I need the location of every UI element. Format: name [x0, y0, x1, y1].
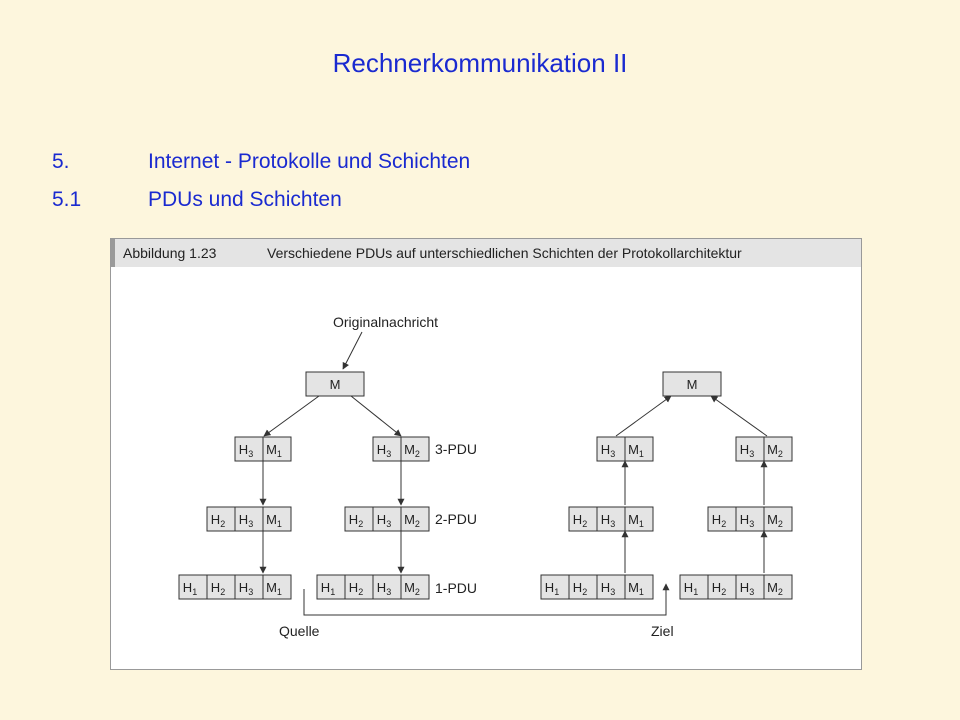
pdu-cell-label: H3	[377, 442, 391, 459]
pdu-cell-label: M2	[404, 580, 420, 597]
pdu-cell-label: H1	[321, 580, 335, 597]
pdu-cell	[596, 574, 626, 600]
pdu-cell	[568, 506, 598, 532]
pdu-cell	[262, 436, 292, 462]
pdu-cell-label: H1	[545, 580, 559, 597]
pdu-cell-label: H2	[349, 512, 363, 529]
split-arrow-left	[263, 395, 320, 437]
figure-number: Abbildung 1.23	[123, 245, 217, 261]
pdu-cell	[372, 436, 402, 462]
pdu-cell-label: H2	[349, 580, 363, 597]
pdu-cell	[344, 506, 374, 532]
pdu-cell	[400, 506, 430, 532]
pdu-cell	[624, 436, 654, 462]
figure-caption-text: Verschiedene PDUs auf unterschiedlichen …	[267, 245, 742, 261]
pdu-cell	[735, 506, 765, 532]
dest-label: Ziel	[651, 623, 674, 639]
pdu-cell	[596, 436, 626, 462]
outline-text: Internet - Protokolle und Schichten	[148, 150, 471, 173]
split-arrow-right	[350, 395, 402, 437]
pdu-cell-label: H3	[377, 512, 391, 529]
pdu-cell	[707, 506, 737, 532]
pdu-cell	[206, 506, 236, 532]
pdu-cell-label: M1	[266, 580, 282, 597]
pdu-cell-label: H2	[573, 580, 587, 597]
pdu-cell-label: H3	[601, 512, 615, 529]
pdu-cell	[568, 574, 598, 600]
pdu-cell-label: M2	[767, 580, 783, 597]
pdu-cell	[234, 436, 264, 462]
pdu-cell-label: M2	[767, 512, 783, 529]
pdu-cell	[206, 574, 236, 600]
pdu-cell-label: M2	[404, 512, 420, 529]
pdu-cell	[400, 436, 430, 462]
pdu-cell-label: H2	[712, 580, 726, 597]
pdu-cell-label: H3	[239, 580, 253, 597]
pdu-cell-label: M1	[266, 442, 282, 459]
pdu-cell-label: H2	[712, 512, 726, 529]
outline-number: 5.	[52, 150, 70, 173]
pdu-cell	[178, 574, 208, 600]
pdu-cell-label: M1	[628, 442, 644, 459]
pdu-cell-label: H3	[740, 442, 754, 459]
pdu-cell-label: H3	[377, 580, 391, 597]
pdu-cell-label: H2	[211, 512, 225, 529]
pdu-cell-label: H3	[601, 580, 615, 597]
merge-arrow-left	[615, 395, 672, 437]
pdu-cell-label: H2	[573, 512, 587, 529]
pdu-cell-label: H3	[740, 512, 754, 529]
pdu-cell	[679, 574, 709, 600]
pdu-cell	[707, 574, 737, 600]
outline-item-1: 5. Internet - Protokolle und Schichten	[52, 150, 470, 174]
pdu-cell	[763, 436, 793, 462]
pdu-cell	[372, 574, 402, 600]
figure-caption: Abbildung 1.23 Verschiedene PDUs auf unt…	[111, 239, 861, 267]
layer-label-2: 2-PDU	[435, 511, 477, 527]
outline-number: 5.1	[52, 188, 82, 211]
pdu-cell-label: H1	[684, 580, 698, 597]
dest-message-box	[662, 371, 722, 397]
source-label: Quelle	[279, 623, 320, 639]
layer-label-1: 1-PDU	[435, 580, 477, 596]
pdu-cell-label: H3	[740, 580, 754, 597]
pdu-figure: Abbildung 1.23 Verschiedene PDUs auf unt…	[110, 238, 862, 670]
layer-label-3: 3-PDU	[435, 441, 477, 457]
pdu-cell-label: M1	[628, 580, 644, 597]
transfer-arrow	[303, 583, 670, 616]
pdu-cell-label: H1	[183, 580, 197, 597]
pdu-cell	[763, 506, 793, 532]
pdu-cell	[763, 574, 793, 600]
pdu-cell	[234, 574, 264, 600]
pdu-cell	[372, 506, 402, 532]
pdu-cell	[624, 574, 654, 600]
outline-item-2: 5.1 PDUs und Schichten	[52, 188, 342, 212]
outline-text: PDUs und Schichten	[148, 188, 342, 211]
slide-title: Rechnerkommunikation II	[332, 48, 628, 78]
pdu-cell-label: H3	[239, 512, 253, 529]
pdu-cell-label: M1	[266, 512, 282, 529]
original-arrow	[342, 331, 363, 370]
pdu-cell-label: H2	[211, 580, 225, 597]
pdu-cell	[596, 506, 626, 532]
pdu-cell	[262, 574, 292, 600]
dest-message-label: M	[687, 377, 698, 392]
pdu-cell-label: H3	[601, 442, 615, 459]
original-message-label: Originalnachricht	[333, 314, 438, 330]
source-message-box	[305, 371, 365, 397]
pdu-cell	[262, 506, 292, 532]
pdu-cell-label: H3	[239, 442, 253, 459]
pdu-cell-label: M2	[404, 442, 420, 459]
pdu-cell	[624, 506, 654, 532]
pdu-cell	[735, 436, 765, 462]
pdu-diagram: Originalnachricht M M 3-PDU 2-PDU 1-PDU …	[178, 314, 793, 639]
pdu-cell	[400, 574, 430, 600]
pdu-cell-label: M1	[628, 512, 644, 529]
source-message-label: M	[330, 377, 341, 392]
pdu-cell-label: M2	[767, 442, 783, 459]
merge-arrow-right	[710, 395, 768, 437]
